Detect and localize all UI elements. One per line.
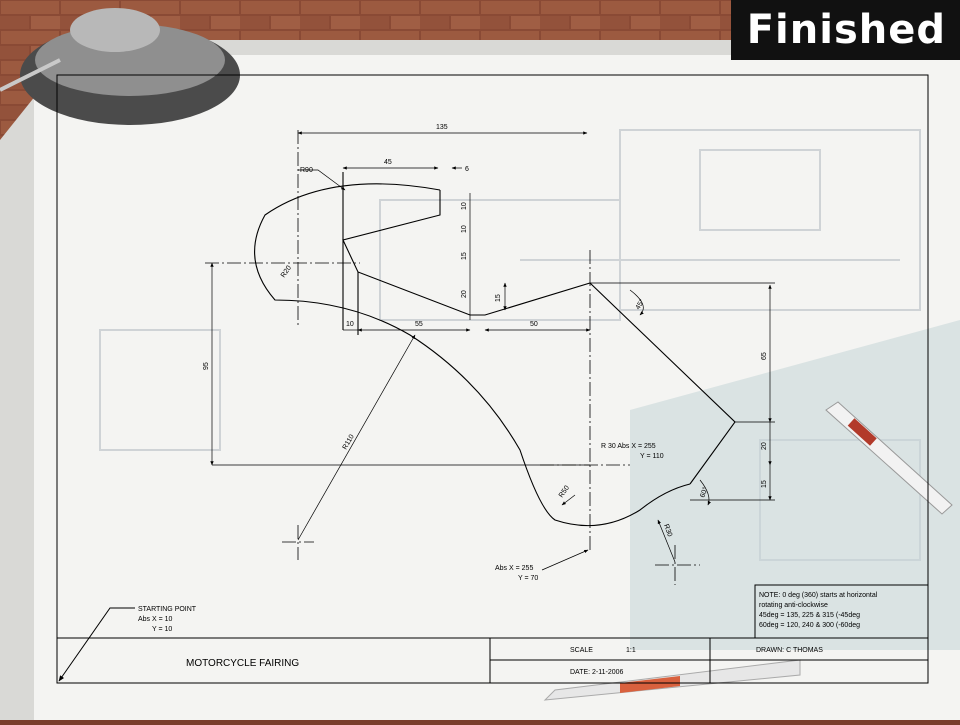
desk-lamp	[0, 8, 240, 125]
dim-95: 95	[203, 362, 210, 370]
drawn-label: DRAWN: C THOMAS	[756, 647, 823, 654]
dim-10a: 10	[461, 202, 468, 210]
drawing-title: MOTORCYCLE FAIRING	[186, 658, 299, 669]
dim-20: 20	[461, 290, 468, 298]
dim-6: 6	[465, 166, 469, 173]
note-line-2: rotating anti-clockwise	[759, 602, 828, 609]
dim-r90: R90	[300, 167, 313, 174]
marker-pen	[825, 401, 953, 515]
r30-abs-x: R 30 Abs X = 255	[601, 443, 656, 450]
starting-point-y: Y = 10	[152, 626, 172, 633]
dim-15b: 15	[495, 294, 502, 302]
dim-65: 65	[761, 352, 768, 360]
dim-55: 55	[415, 321, 423, 328]
scale-label: SCALE	[570, 647, 593, 654]
note-box	[754, 584, 929, 639]
angle-60: 60°	[698, 486, 709, 499]
drawing-border	[56, 74, 929, 684]
starting-point-x: Abs X = 10	[138, 616, 173, 623]
dim-10: 10	[346, 321, 354, 328]
dim-45: 45	[384, 159, 392, 166]
dim-50: 50	[530, 321, 538, 328]
dim-15c: 15	[761, 480, 768, 488]
note-line-3: 45deg = 135, 225 & 315 (-45deg	[759, 612, 860, 619]
set-square	[630, 320, 960, 650]
dimension-lines	[210, 131, 775, 571]
dim-135: 135	[436, 124, 448, 131]
starting-point-leader	[58, 607, 135, 682]
dim-r30: R30	[662, 523, 673, 538]
note-line-1: NOTE: 0 deg (360) starts at horizontal	[759, 592, 878, 599]
note-line-4: 60deg = 120, 240 & 300 (-60deg	[759, 622, 860, 629]
finished-badge: Finished	[730, 0, 960, 60]
scale-value: 1:1	[626, 647, 636, 654]
abs-255-y: Y = 70	[518, 575, 538, 582]
starting-point-title: STARTING POINT	[138, 606, 197, 613]
abs-255-x: Abs X = 255	[495, 565, 533, 572]
date-label: DATE: 2-11-2006	[570, 669, 624, 676]
dim-20b: 20	[761, 442, 768, 450]
dim-10b: 10	[461, 225, 468, 233]
r30-abs-y: Y = 110	[640, 453, 664, 460]
dim-15: 15	[461, 252, 468, 260]
